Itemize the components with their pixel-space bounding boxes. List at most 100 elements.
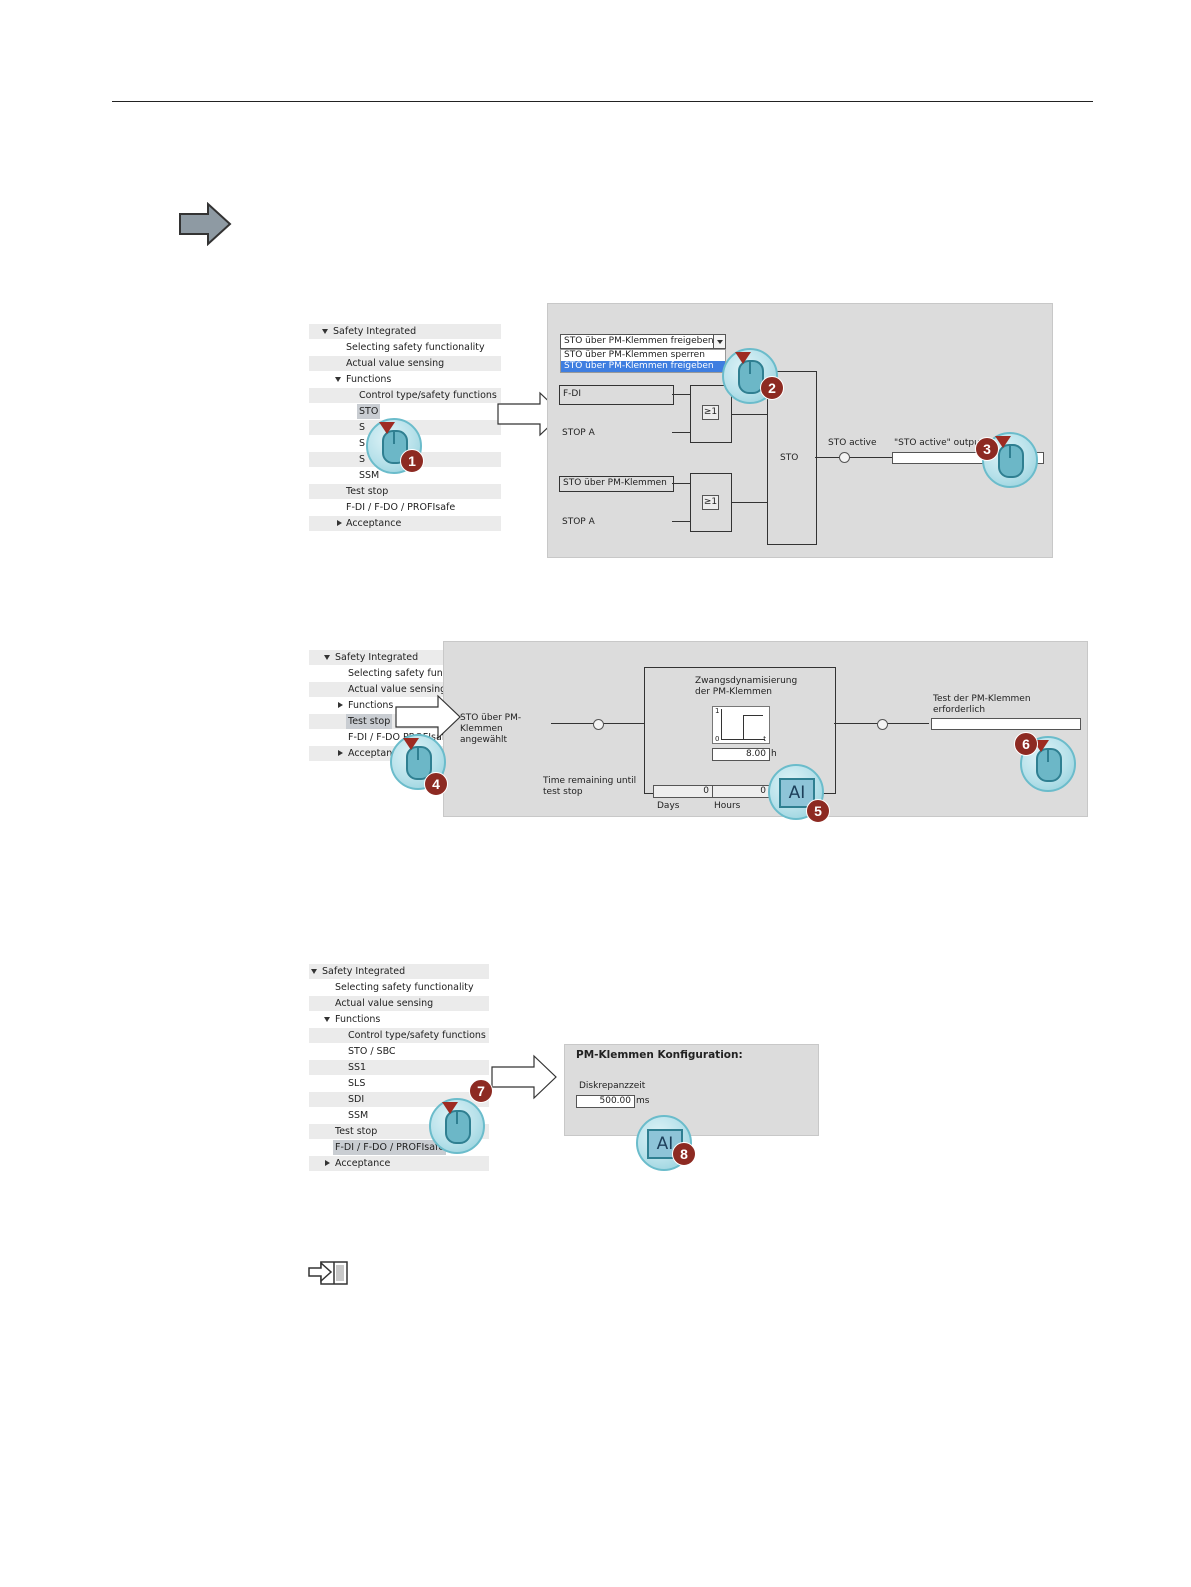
days-label: Days bbox=[657, 801, 680, 811]
dropdown-arrow-button[interactable] bbox=[713, 335, 725, 348]
test-interval-input[interactable]: 8.00 bbox=[712, 748, 770, 761]
tree-item-fdi-fdo[interactable]: F-DI / F-DO PROFIsafe bbox=[348, 732, 451, 743]
wire bbox=[672, 521, 690, 522]
wire bbox=[731, 502, 767, 503]
tree-item-fdi-fdo[interactable]: F-DI / F-DO / PROFIsafe bbox=[346, 502, 456, 513]
tree-item-fdi-fdo[interactable]: F-DI / F-DO / PROFIsafe bbox=[333, 1140, 447, 1155]
chevron-right-icon bbox=[338, 702, 343, 708]
chevron-right-icon bbox=[338, 750, 343, 756]
step-badge-5: 5 bbox=[806, 799, 830, 823]
timing-chart-x0: 0 bbox=[715, 735, 720, 743]
tree-item-control-type[interactable]: Control type/safety functions bbox=[309, 388, 501, 403]
timing-chart-y: 1 bbox=[715, 707, 720, 715]
pointer-triangle-icon bbox=[379, 422, 395, 434]
click-marker-4: 4 bbox=[390, 734, 448, 796]
click-marker-2: 2 bbox=[722, 348, 784, 404]
sto-active-indicator bbox=[839, 452, 850, 463]
tree-item-sto-sbc[interactable]: STO / SBC bbox=[348, 1046, 396, 1057]
test-required-label: Test der PM-Klemmen erforderlich bbox=[933, 694, 1031, 715]
or-gate-2: ≥1 bbox=[690, 473, 732, 532]
step-badge-3: 3 bbox=[975, 437, 999, 461]
pointer-triangle-icon bbox=[442, 1102, 458, 1114]
wire bbox=[815, 457, 892, 458]
tree-item-safety-integrated[interactable]: Safety Integrated bbox=[309, 650, 449, 665]
tree-item-actual-value[interactable]: Actual value sensing bbox=[309, 682, 449, 697]
tree-item-sto[interactable]: STO bbox=[357, 404, 381, 419]
diskrepanzzeit-unit: ms bbox=[636, 1096, 650, 1106]
mouse-icon bbox=[995, 436, 1024, 478]
tree-item-actual-value[interactable]: Actual value sensing bbox=[309, 356, 501, 371]
tree-item-test-stop[interactable]: Test stop bbox=[309, 484, 501, 499]
tree-item-safety-integrated[interactable]: Safety Integrated bbox=[309, 964, 489, 979]
wire bbox=[672, 394, 690, 395]
hours-label: Hours bbox=[714, 801, 741, 811]
step-badge-8: 8 bbox=[672, 1142, 696, 1166]
dropdown-option-sperren[interactable]: STO über PM-Klemmen sperren bbox=[564, 350, 705, 360]
sto-block: STO bbox=[767, 371, 817, 545]
click-marker-6: 6 bbox=[1014, 732, 1076, 792]
sto-active-output-label: "STO active" outpu bbox=[894, 438, 980, 448]
dropdown-option-freigeben[interactable]: STO über PM-Klemmen freigeben bbox=[561, 361, 725, 372]
click-marker-7: 7 bbox=[429, 1079, 493, 1154]
test-required-output[interactable] bbox=[931, 718, 1081, 730]
stop-a-label-2: STOP A bbox=[562, 517, 595, 527]
mouse-icon bbox=[735, 352, 764, 394]
hours-remaining-field: 0 bbox=[712, 785, 770, 798]
pm-klemmen-box: STO über PM-Klemmen bbox=[559, 476, 674, 492]
test-required-indicator bbox=[877, 719, 888, 730]
tree-item-control-type[interactable]: Control type/safety functions bbox=[309, 1028, 489, 1043]
chevron-right-icon bbox=[337, 520, 342, 526]
mouse-icon bbox=[442, 1102, 471, 1144]
transition-arrow-icon bbox=[395, 694, 461, 740]
time-remaining-label: Time remaining until test stop bbox=[543, 776, 637, 797]
tree-item-functions[interactable]: Functions bbox=[309, 698, 449, 713]
chevron-down-icon bbox=[324, 1017, 330, 1022]
step-badge-1: 1 bbox=[400, 449, 424, 473]
wire bbox=[731, 414, 767, 415]
click-marker-1: 1 bbox=[366, 418, 424, 474]
tree-item-s2[interactable]: S bbox=[359, 438, 366, 449]
fdi-box: F-DI bbox=[559, 385, 674, 405]
tree-item-safety-integrated[interactable]: Safety Integrated bbox=[309, 324, 501, 339]
pointer-triangle-icon bbox=[735, 352, 751, 364]
click-marker-3: 3 bbox=[975, 432, 1038, 488]
pm-config-title: PM-Klemmen Konfiguration: bbox=[576, 1049, 743, 1061]
sto-diagram-panel: STO über PM-Klemmen freigeben STO über P… bbox=[547, 303, 1053, 558]
tree-item-selecting-safety[interactable]: Selecting safety functionality bbox=[335, 982, 474, 993]
sto-selected-label: STO über PM-Klemmen angewählt bbox=[460, 713, 522, 745]
tree-item-functions[interactable]: Functions bbox=[309, 1012, 489, 1027]
tree-item-selecting-safety[interactable]: Selecting safety functionality bbox=[346, 342, 485, 353]
tree-item-ssm[interactable]: SSM bbox=[359, 470, 380, 481]
dropdown-list: STO über PM-Klemmen sperren STO über PM-… bbox=[560, 349, 726, 373]
test-interval-unit: h bbox=[771, 749, 777, 759]
input-marker-8: AI 8 bbox=[636, 1115, 696, 1171]
tree-item-ss1[interactable]: SS1 bbox=[309, 1060, 489, 1075]
sto-selected-indicator bbox=[593, 719, 604, 730]
tree-item-sls[interactable]: SLS bbox=[348, 1078, 366, 1089]
tree-item-acceptance[interactable]: Acceptance bbox=[309, 1156, 489, 1171]
chevron-down-icon bbox=[717, 340, 723, 344]
step-badge-4: 4 bbox=[424, 772, 448, 796]
reference-book-icon bbox=[308, 1261, 348, 1285]
tree-item-ssm[interactable]: SSM bbox=[348, 1110, 369, 1121]
test-stop-panel: STO über PM-Klemmen angewählt Zwangsdyna… bbox=[443, 641, 1088, 817]
zwangsdynamisierung-box: Zwangsdynamisierung der PM-Klemmen 1 0 t… bbox=[644, 667, 836, 794]
sto-mode-dropdown[interactable]: STO über PM-Klemmen freigeben bbox=[560, 334, 726, 349]
chevron-down-icon bbox=[324, 655, 330, 660]
zwang-title: Zwangsdynamisierung der PM-Klemmen bbox=[695, 676, 798, 697]
days-remaining-field: 0 bbox=[653, 785, 713, 798]
stop-a-label-1: STOP A bbox=[562, 428, 595, 438]
diskrepanzzeit-input[interactable]: 500.00 bbox=[576, 1095, 635, 1108]
timing-chart: 1 0 t bbox=[712, 706, 770, 744]
tree-item-functions[interactable]: Functions bbox=[309, 372, 501, 387]
pointer-triangle-icon bbox=[995, 436, 1011, 448]
wire bbox=[672, 432, 690, 433]
or-gate-1: ≥1 bbox=[690, 385, 732, 443]
tree-item-acceptance[interactable]: Acceptance bbox=[309, 516, 501, 531]
wire bbox=[672, 483, 690, 484]
step-badge-2: 2 bbox=[760, 376, 784, 400]
pm-config-panel: PM-Klemmen Konfiguration: Diskrepanzzeit… bbox=[564, 1044, 819, 1136]
tree-item-actual-value[interactable]: Actual value sensing bbox=[309, 996, 489, 1011]
mouse-icon bbox=[1033, 740, 1062, 782]
tree-item-selecting-safety[interactable]: Selecting safety functi bbox=[348, 668, 455, 679]
